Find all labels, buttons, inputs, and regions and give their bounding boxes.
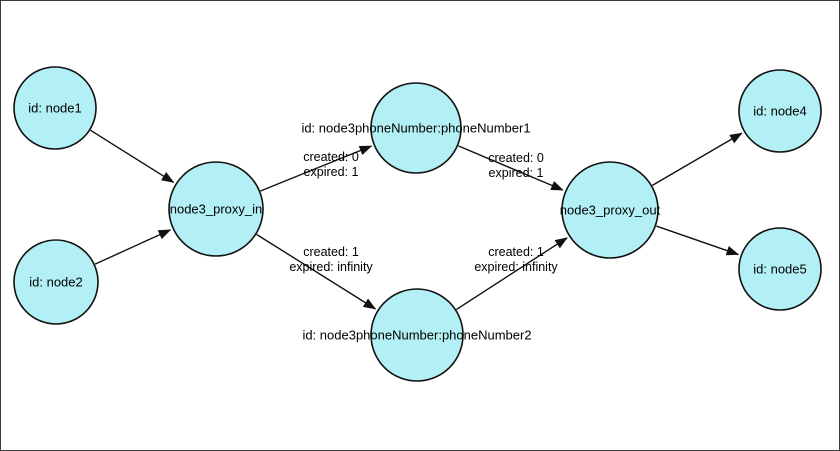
edge-label-created: created: 1 <box>303 245 359 259</box>
node-node1[interactable] <box>13 66 97 150</box>
nodes-layer <box>13 66 822 382</box>
edge-label-created: created: 1 <box>488 245 544 259</box>
edge-label-created: created: 0 <box>488 151 544 165</box>
node-node3_phoneNumber1[interactable] <box>370 82 462 174</box>
edge-label-expired: expired: infinity <box>474 260 558 274</box>
edge-proxy-out-to-node4 <box>651 132 743 186</box>
edge-proxy-out-to-node5 <box>656 225 740 256</box>
node-node3_proxy_in[interactable] <box>168 161 264 257</box>
edge-label-expired: expired: infinity <box>289 260 373 274</box>
edge-label-created: created: 0 <box>303 150 359 164</box>
edge-label-expired: expired: 1 <box>303 165 359 179</box>
edge-node2-to-proxy-in <box>94 229 172 265</box>
node-node5[interactable] <box>738 227 822 311</box>
node-node3_phoneNumber2[interactable] <box>370 288 464 382</box>
node-node2[interactable] <box>13 239 99 325</box>
edge-phoneNumber1-to-proxy-out <box>458 145 564 191</box>
edge-proxy-in-to-phoneNumber2 <box>256 233 377 310</box>
edge-node1-to-proxy-in <box>90 129 175 184</box>
node-node3_proxy_out[interactable] <box>561 161 659 259</box>
edge-label-expired: expired: 1 <box>488 166 544 180</box>
node-node4[interactable] <box>738 69 822 153</box>
edge-proxy-in-to-phoneNumber1 <box>260 145 373 192</box>
edge-phoneNumber2-to-proxy-out <box>456 237 568 311</box>
edges-layer <box>90 129 743 311</box>
